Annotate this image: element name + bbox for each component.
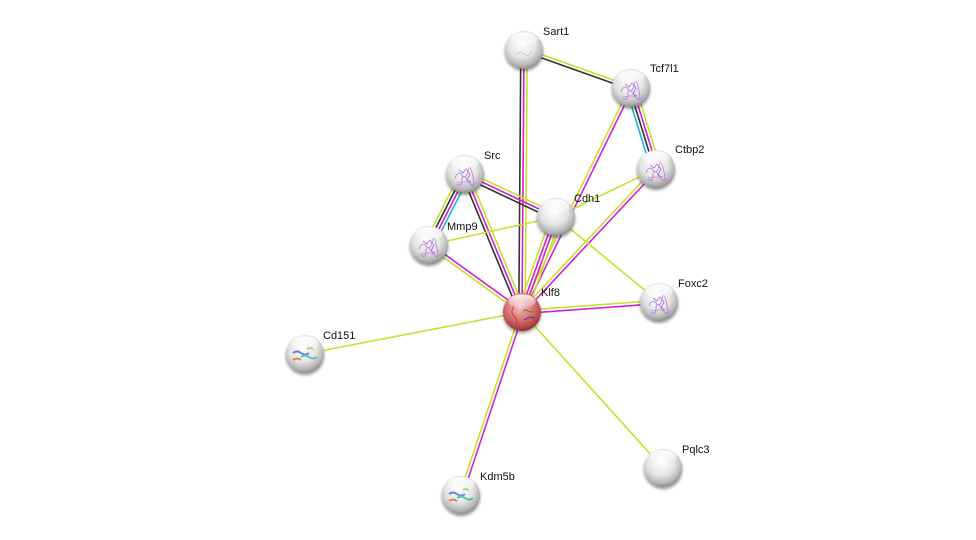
edge-line-textmining [520,167,656,312]
sphere-highlight [510,32,538,47]
edge-klf8-pqlc3[interactable] [521,311,664,469]
protein-structure-icon [511,305,536,325]
node-label: Pqlc3 [682,444,710,456]
node-label: Klf8 [541,287,560,299]
edge-line-experiments [521,49,525,313]
node-foxc2[interactable]: Foxc2 [640,278,708,321]
sphere-highlight [617,70,645,85]
node-label: Src [484,150,501,162]
edge-klf8-cd151[interactable] [304,311,523,355]
node-label: Tcf7l1 [650,63,679,75]
node-label: Kdm5b [480,471,515,483]
node-mmp9[interactable]: Mmp9 [410,221,478,264]
protein-structure-icon [418,238,442,258]
edge-line-textmining [458,311,522,495]
edge-src-klf8[interactable] [461,172,526,314]
edge-line-textmining [467,172,526,312]
edge-line-textmining [521,311,664,469]
edge-line-experiments [464,173,523,313]
edge-line-experiments [522,88,634,314]
sphere-highlight [447,477,475,492]
protein-structure-icon [454,167,478,187]
node-cd151[interactable]: Cd151 [286,330,355,373]
sphere-highlight [451,156,479,171]
edge-line-experiments [522,169,658,314]
node-label: Ctbp2 [675,144,704,156]
edge-mmp9-cdh1[interactable] [428,216,557,246]
edge-line-textmining [519,86,631,312]
node-ctbp2[interactable]: Ctbp2 [637,144,704,188]
node-label: Mmp9 [447,221,478,233]
edge-line-textmining [524,50,528,313]
edge-line-textmining [428,216,557,246]
node-pqlc3[interactable]: Pqlc3 [644,444,710,487]
node-tcf7l1[interactable]: Tcf7l1 [612,63,679,107]
node-cdh1[interactable]: Cdh1 [537,193,600,236]
edge-line-coexpression [461,174,520,314]
edges-layer [304,47,664,496]
node-label: Cdh1 [574,193,600,205]
edge-tcf7l1-klf8[interactable] [519,86,634,314]
sphere-highlight [542,199,570,214]
protein-structure-icon [645,162,669,182]
protein-structure-icon [515,50,533,56]
edge-line-textmining [427,245,522,314]
edge-klf8-kdm5b[interactable] [458,311,525,496]
edge-line-coexpression [518,49,522,312]
protein-structure-icon [648,295,672,315]
node-sart1[interactable]: Sart1 [505,26,569,69]
node-label: Cd151 [323,330,355,342]
edge-line-textmining [521,299,659,312]
edge-line-experiments [461,312,525,496]
edge-klf8-foxc2[interactable] [521,299,660,315]
edge-mmp9-klf8[interactable] [427,243,524,314]
sphere-highlight [291,336,319,351]
edge-line-textmining [304,311,523,355]
sphere-highlight [642,151,670,166]
sphere-highlight [508,294,536,309]
node-label: Foxc2 [678,278,708,290]
edge-line-experiments [522,302,660,315]
edge-line-experiments [429,243,524,312]
node-klf8[interactable]: Klf8 [503,287,560,331]
edge-sart1-klf8[interactable] [518,49,528,313]
node-kdm5b[interactable]: Kdm5b [442,471,515,514]
sphere-highlight [645,284,673,299]
sphere-highlight [415,227,443,242]
edge-line-textmining [555,216,660,303]
node-label: Sart1 [543,26,569,38]
edge-ctbp2-klf8[interactable] [520,167,658,314]
edge-cdh1-foxc2[interactable] [555,216,660,303]
protein-structure-icon [620,81,644,101]
sphere-highlight [649,450,677,465]
node-src[interactable]: Src [446,150,501,193]
